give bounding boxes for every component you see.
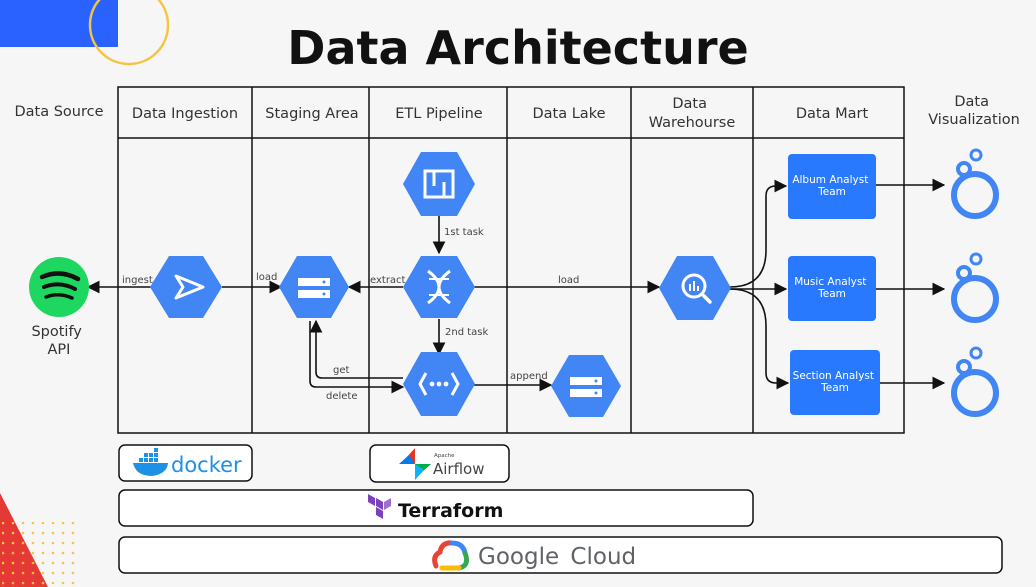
- edge-get: [309, 319, 403, 379]
- google-cloud-bar: [118, 536, 1003, 574]
- team-label-section-line2: Team: [820, 382, 849, 394]
- team-label-section-line1: Section Analyst: [793, 370, 874, 382]
- edges: [86, 178, 946, 394]
- google-cloud-icon: [432, 540, 469, 571]
- edge-label-get: get: [333, 365, 350, 376]
- terraform-icon: [368, 494, 391, 519]
- column-header-viz-line2: Visualization: [928, 112, 1020, 128]
- dataproc-icon: [403, 256, 475, 318]
- column-header-viz: Data Visualization: [928, 94, 1020, 128]
- column-header-viz-line1: Data: [954, 94, 989, 110]
- corner-accent-dots: [2, 522, 78, 586]
- looker-studio-icon-album: [951, 148, 999, 219]
- column-header-mart: Data Mart: [796, 106, 869, 122]
- source-label-line2: API: [48, 342, 71, 358]
- google-cloud-label: Google Cloud: [478, 544, 636, 570]
- team-label-music: Music Analyst Team: [794, 276, 870, 300]
- edge-to-section: [729, 288, 790, 390]
- column-header-staging: Staging Area: [265, 106, 358, 122]
- column-grid: [117, 86, 905, 434]
- team-box-music: Music Analyst Team: [788, 256, 876, 321]
- spotify-icon: [29, 257, 89, 317]
- column-header-warehouse-line1: Data: [672, 96, 707, 112]
- cloud-label: Cloud: [570, 544, 636, 570]
- cloud-composer-icon: [403, 152, 475, 216]
- docker-label: docker: [171, 453, 242, 477]
- corner-accent-ring: [88, 0, 170, 66]
- column-header-lake: Data Lake: [533, 106, 606, 122]
- column-header-ingestion: Data Ingestion: [132, 106, 238, 122]
- google-label: Google: [478, 544, 559, 570]
- edge-label-delete: delete: [326, 391, 358, 402]
- airflow-icon: [399, 448, 431, 480]
- edge-delete: [309, 321, 405, 394]
- bigquery-icon: [659, 256, 731, 320]
- airflow-label: Airflow: [433, 460, 485, 478]
- pubsub-icon: [150, 256, 222, 318]
- column-header-etl: ETL Pipeline: [395, 106, 483, 122]
- team-label-album-line1: Album Analyst: [792, 174, 868, 186]
- looker-studio-icon-section: [951, 346, 999, 417]
- team-label-music-line2: Team: [817, 288, 846, 300]
- team-box-album: Album Analyst Team: [788, 154, 876, 219]
- edge-label-ingest: ingest: [122, 275, 153, 286]
- edge-to-album: [729, 179, 788, 288]
- source-label-line1: Spotify: [31, 324, 82, 340]
- edge-label-first-task: 1st task: [444, 227, 484, 238]
- edge-label-load-staging: load: [256, 272, 277, 283]
- edge-label-second-task: 2nd task: [445, 327, 488, 338]
- cloud-storage-icon-lake: [551, 355, 621, 417]
- column-header-warehouse-line2: Warehourse: [649, 115, 736, 131]
- edge-label-extract: extract: [370, 275, 406, 286]
- page-title: Data Architecture: [287, 21, 748, 75]
- team-box-section: Section Analyst Team: [790, 350, 880, 415]
- looker-studio-icon-music: [951, 252, 999, 323]
- team-label-section: Section Analyst Team: [793, 370, 878, 394]
- column-header-source: Data Source: [14, 104, 103, 120]
- column-header-warehouse: Data Warehourse: [649, 96, 736, 131]
- team-label-album: Album Analyst Team: [792, 174, 871, 198]
- edge-label-append: append: [510, 371, 548, 382]
- cloud-storage-icon-staging: [279, 256, 349, 318]
- airflow-small-label: Apache: [434, 453, 455, 459]
- docker-icon: [133, 448, 168, 476]
- terraform-label: Terraform: [398, 500, 503, 522]
- source-label: Spotify API: [31, 324, 86, 358]
- corner-accent-blue: [0, 0, 118, 47]
- team-label-album-line2: Team: [817, 186, 846, 198]
- edge-label-load-warehouse: load: [558, 275, 579, 286]
- terraform-bar: [118, 489, 754, 527]
- cloud-functions-icon: [403, 352, 475, 416]
- airflow-box: [369, 444, 510, 483]
- team-label-music-line1: Music Analyst: [794, 276, 866, 288]
